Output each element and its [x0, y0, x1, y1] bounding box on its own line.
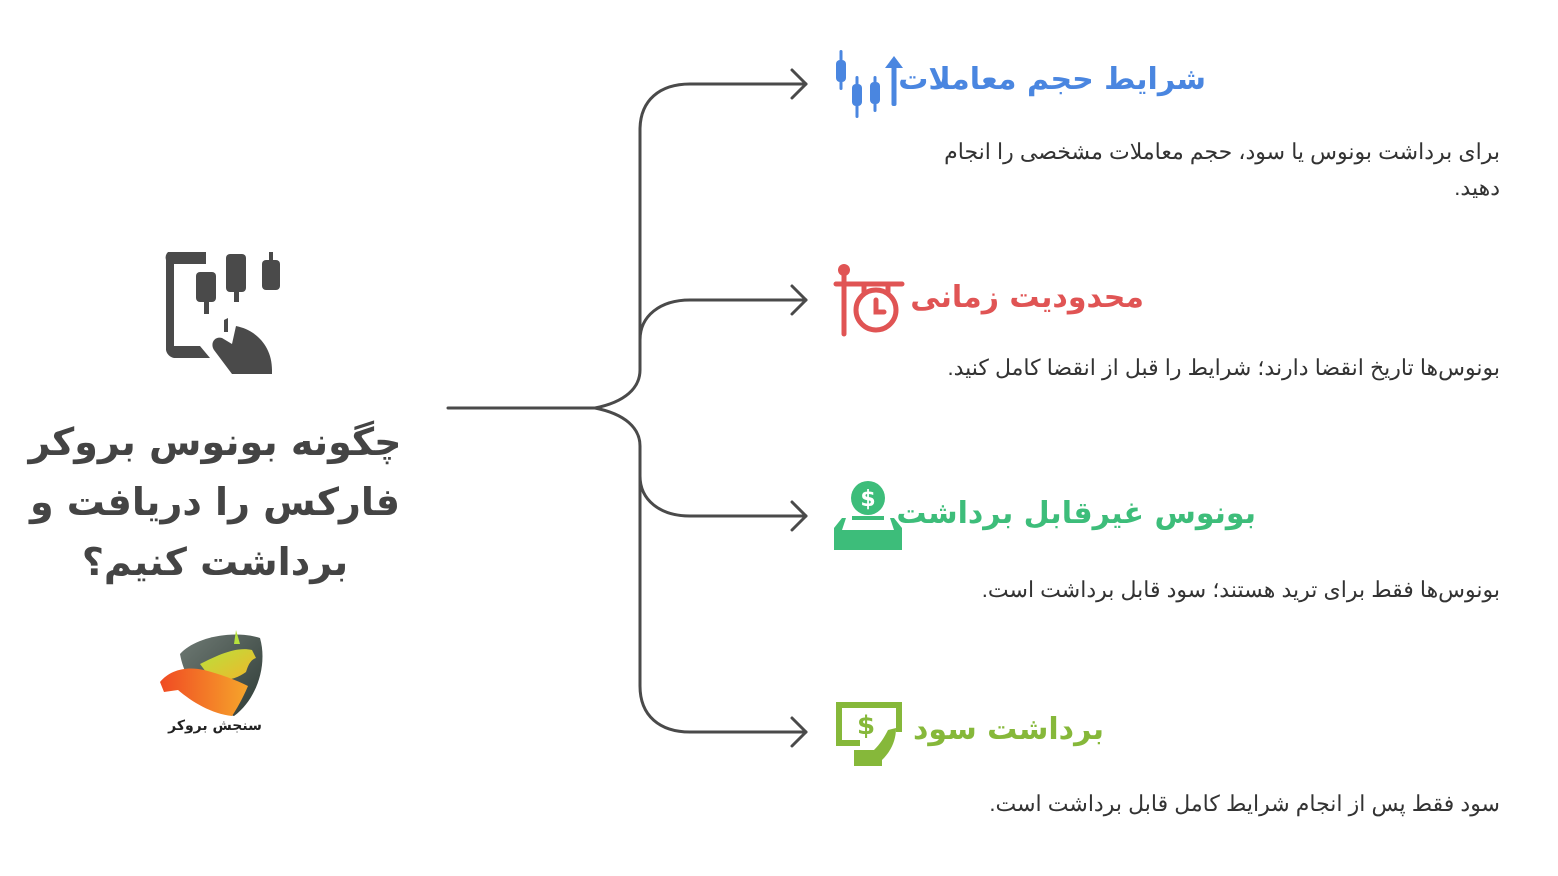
branch-3-description: بونوس‌ها فقط برای ترید هستند؛ سود قابل ب…: [981, 577, 1500, 602]
branch-1-description: برای برداشت بونوس یا سود، حجم معاملات مش…: [944, 139, 1500, 200]
branch-1-title: شرایط حجم معاملات: [898, 62, 1206, 97]
candlestick-chart-arrow-up-icon: [830, 46, 906, 122]
svg-text:$: $: [857, 711, 875, 741]
branch-3-title: بونوس غیرقابل برداشت: [896, 496, 1256, 531]
dollar-coin-deposit-box-icon: $: [830, 478, 906, 554]
arrowhead-1: [790, 68, 808, 100]
branch-4-description: سود فقط پس از انجام شرایط کامل قابل بردا…: [989, 791, 1500, 816]
branch-2-title: محدودیت زمانی: [910, 280, 1144, 315]
arrowhead-2: [790, 284, 808, 316]
arrowhead-4: [790, 716, 808, 748]
connector-lower: [593, 406, 808, 734]
arrowhead-3: [790, 500, 808, 532]
connector-branch-2: [638, 298, 808, 342]
logo-text: سنجش بروکر: [168, 718, 262, 734]
svg-text:$: $: [860, 487, 875, 512]
hanging-clock-sign-icon: [830, 262, 906, 338]
bull-bear-broker-logo: [156, 626, 272, 748]
connector-upper: [593, 82, 808, 410]
main-title: چگونه بونوس بروکر فارکس را دریافت و بردا…: [28, 420, 402, 584]
branch-4-title: برداشت سود: [912, 712, 1104, 747]
hand-receiving-dollar-bill-icon: $: [830, 694, 906, 770]
connector-branch-3: [638, 474, 808, 518]
branch-2-description: بونوس‌ها تاریخ انقضا دارند؛ شرایط را قبل…: [947, 355, 1500, 380]
mobile-trading-candlestick-hand-icon: [158, 250, 284, 374]
